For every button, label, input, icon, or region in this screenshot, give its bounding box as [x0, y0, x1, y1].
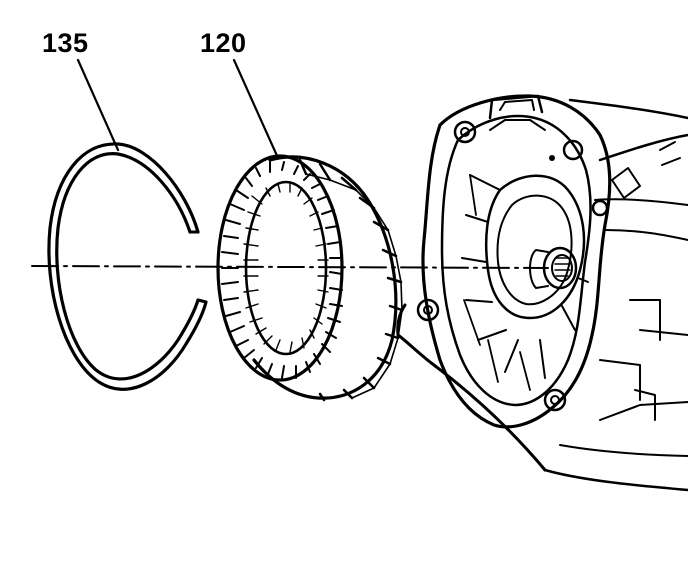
internal-gear-ring-icon	[216, 154, 404, 402]
callout-label-snap-ring: 135	[42, 28, 89, 58]
leader-line-120	[232, 58, 280, 160]
leader-lines	[76, 58, 280, 160]
callout-label-gear-ring: 120	[200, 28, 247, 58]
leader-line-135	[76, 58, 120, 152]
center-axis-line	[31, 265, 549, 269]
transmission-case-icon	[396, 94, 688, 492]
snap-ring-icon	[47, 142, 208, 391]
